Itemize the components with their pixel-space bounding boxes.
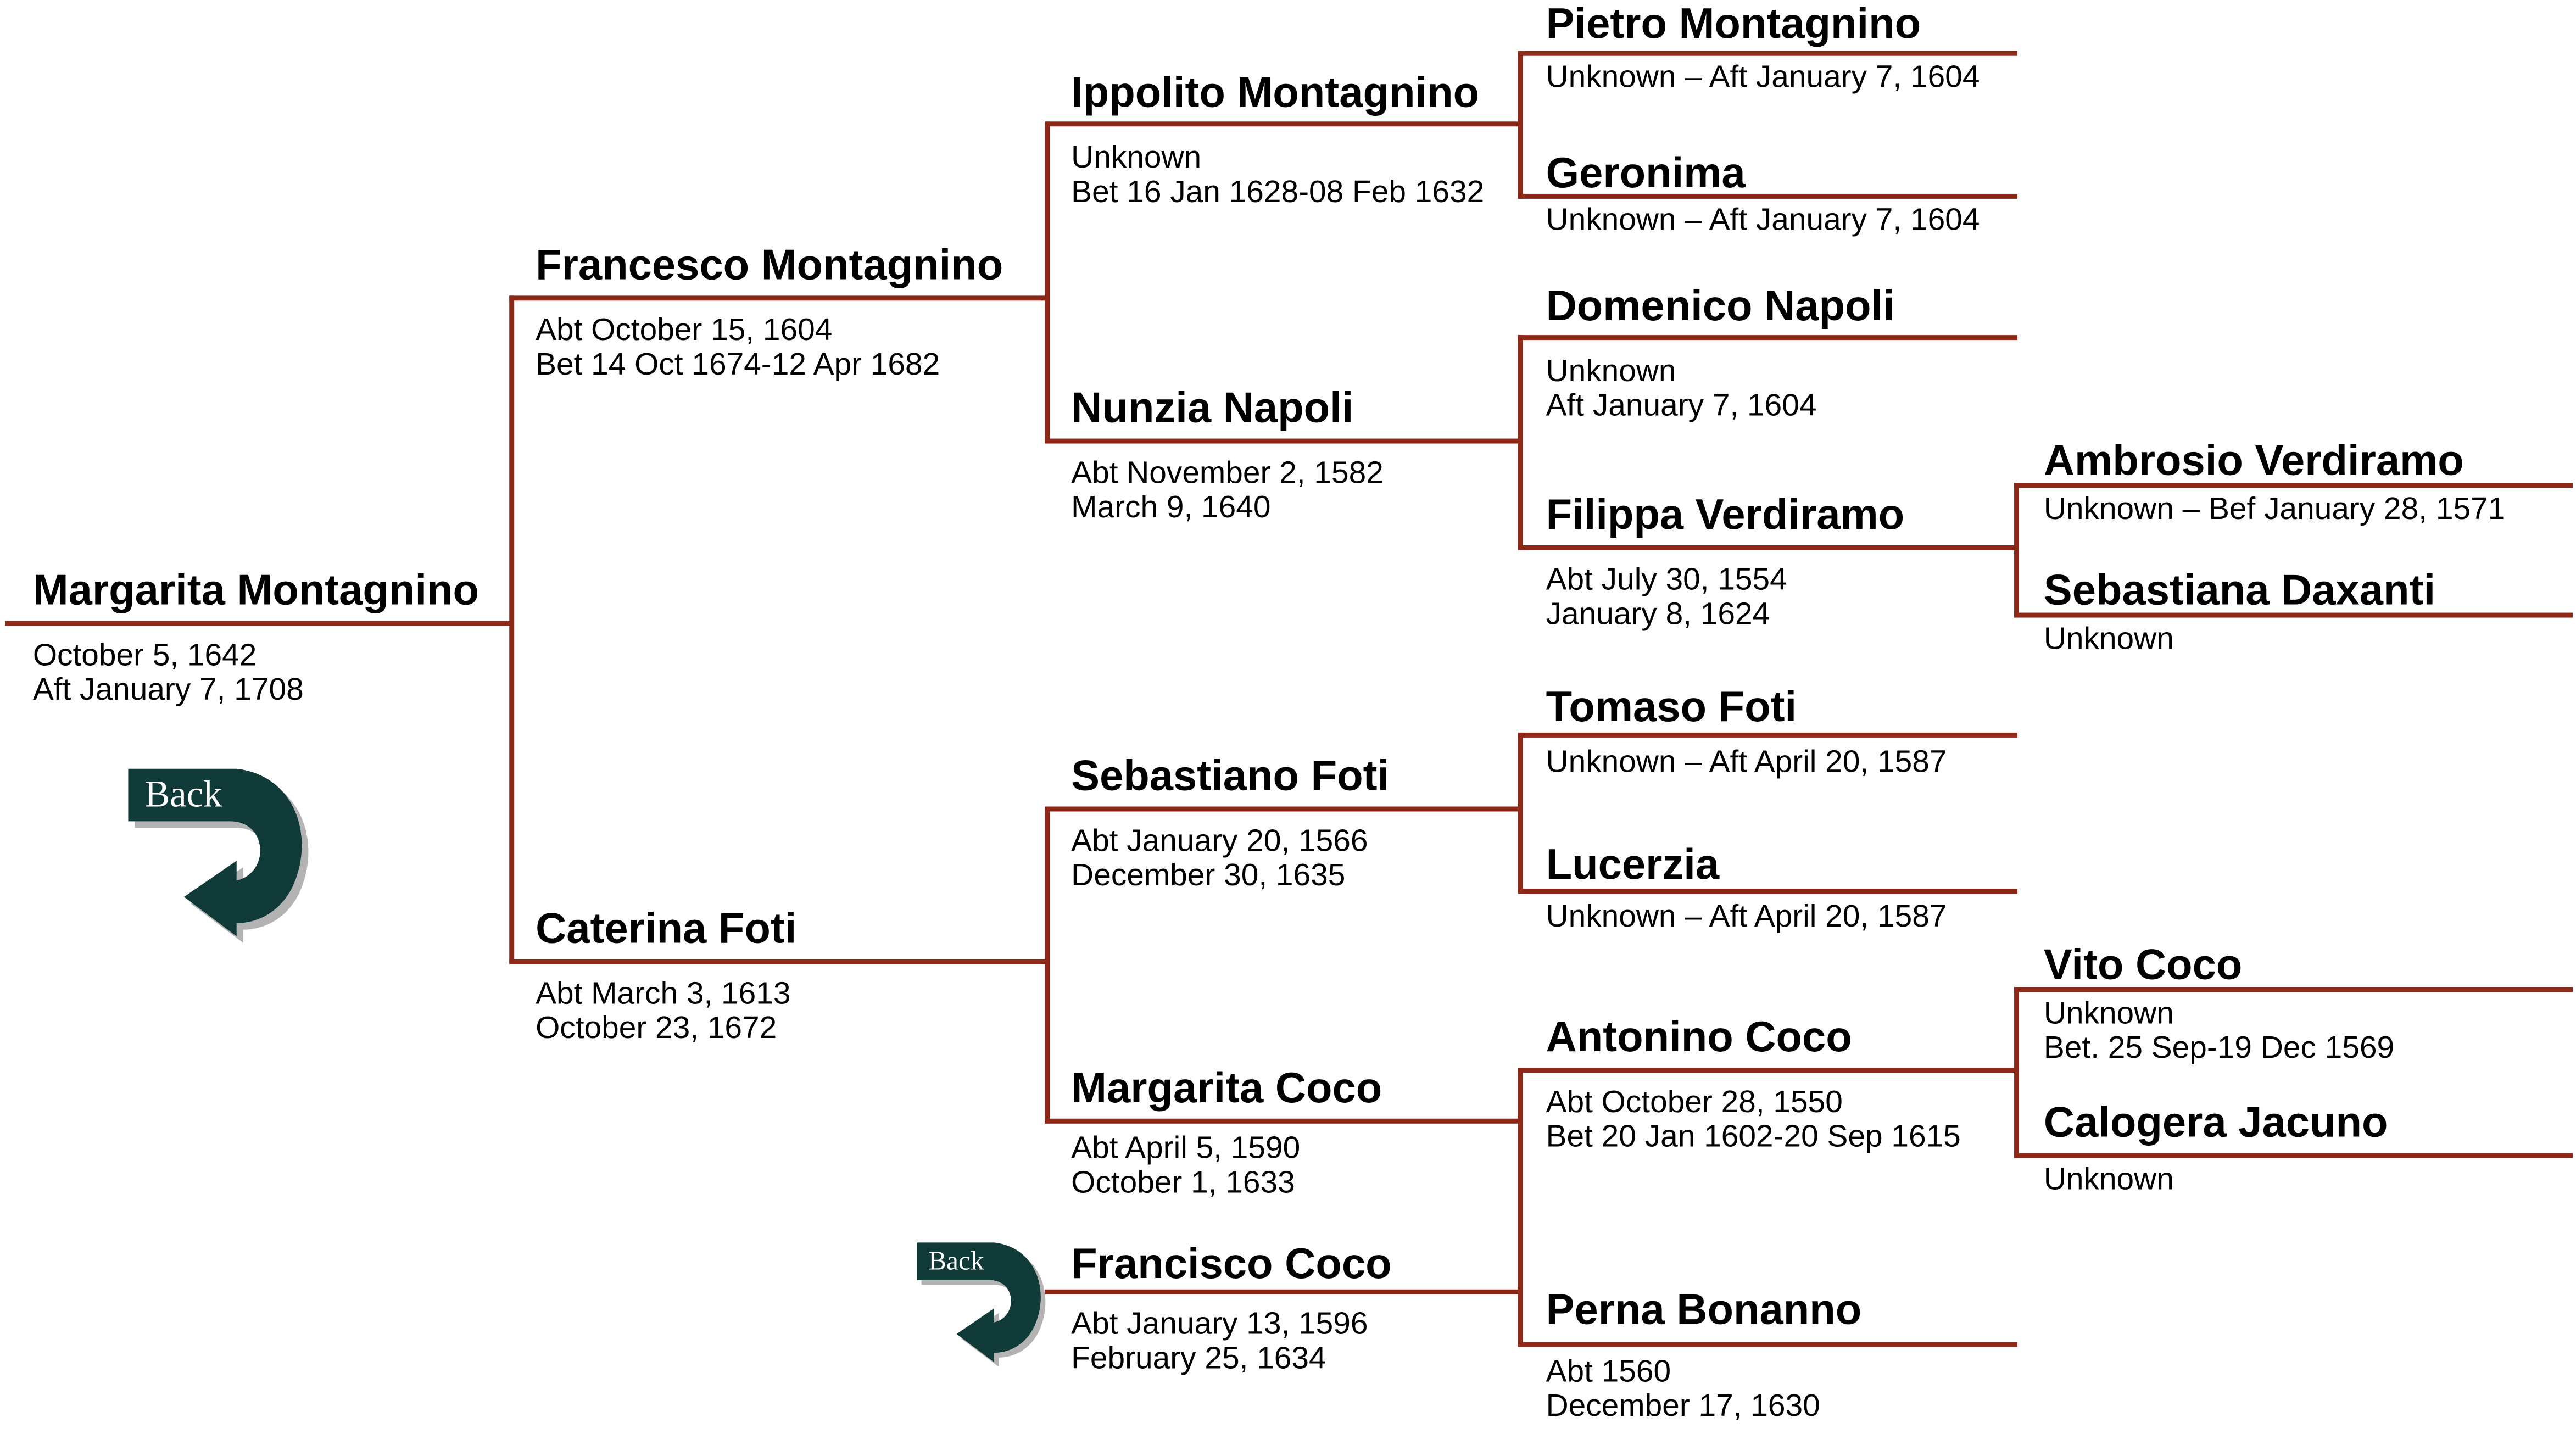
back-arrow-icon: Back: [128, 768, 309, 943]
person-birth: Abt March 3, 1613: [536, 977, 791, 1012]
person-death: Aft January 7, 1604: [1546, 389, 1817, 424]
line-margarita-montagnino: [4, 621, 513, 626]
line-nunzia-napoli: [1045, 438, 1521, 444]
person-name: Ambrosio Verdiramo: [2043, 435, 2464, 485]
person-name: Geronima: [1546, 148, 1746, 197]
person-birth: Abt January 20, 1566: [1071, 824, 1368, 860]
person-birth: Abt 1560: [1546, 1355, 1671, 1390]
line-geronima: [1518, 193, 2018, 199]
person-birth: Abt October 28, 1550: [1546, 1085, 1843, 1120]
person-name: Margarita Montagnino: [32, 565, 479, 615]
line-tomaso-foti: [1518, 732, 2018, 738]
person-death: October 23, 1672: [536, 1012, 777, 1047]
back-button[interactable]: Back: [128, 766, 312, 950]
person-name: Margarita Coco: [1071, 1063, 1382, 1112]
line-margarita-coco: [1045, 1118, 1521, 1124]
connector-antonino: [2014, 987, 2020, 1158]
line-perna-bonanno: [1518, 1342, 2018, 1347]
person-name: Francisco Coco: [1071, 1238, 1392, 1288]
person-death: Bet. 25 Sep-19 Dec 1569: [2043, 1031, 2395, 1067]
person-dates: Unknown – Aft April 20, 1587: [1546, 900, 1947, 935]
person-death: Bet 14 Oct 1674-12 Apr 1682: [536, 348, 940, 383]
line-sebastiana-daxanti: [2014, 612, 2573, 618]
person-birth: Abt July 30, 1554: [1546, 563, 1787, 598]
back-button[interactable]: Back: [917, 1240, 1048, 1371]
connector-sebastiano: [1518, 732, 1523, 894]
connector-caterina: [1045, 806, 1050, 1124]
person-death: Aft January 7, 1708: [32, 673, 304, 708]
line-francesco-montagnino: [509, 295, 1049, 301]
connector-francesco: [1045, 121, 1050, 444]
person-name: Sebastiano Foti: [1071, 750, 1390, 800]
person-birth: Unknown: [1546, 355, 1676, 389]
connector-nunzia: [1518, 335, 1523, 550]
person-dates: Unknown – Bef January 28, 1571: [2043, 493, 2506, 528]
person-dates: Unknown – Aft April 20, 1587: [1546, 745, 1947, 780]
person-death: December 30, 1635: [1071, 859, 1346, 894]
connector-filippa: [2014, 483, 2020, 618]
person-birth: Unknown: [2043, 622, 2174, 657]
person-dates: Unknown – Aft January 7, 1604: [1546, 203, 1980, 238]
person-name: Francesco Montagnino: [536, 239, 1003, 289]
person-name: Nunzia Napoli: [1071, 382, 1354, 432]
person-name: Perna Bonanno: [1546, 1284, 1862, 1334]
person-death: February 25, 1634: [1071, 1342, 1326, 1377]
line-francisco-coco: [1045, 1289, 1521, 1294]
person-name: Sebastiana Daxanti: [2043, 565, 2436, 615]
connector-ippolito: [1518, 51, 1523, 199]
line-ambrosio-verdiramo: [2014, 483, 2573, 488]
person-name: Antonino Coco: [1546, 1012, 1852, 1062]
person-birth: Abt October 15, 1604: [536, 314, 833, 349]
person-name: Calogera Jacuno: [2043, 1097, 2388, 1147]
person-birth: Abt April 5, 1590: [1071, 1131, 1301, 1167]
connector-margarita-coco: [1518, 1068, 1523, 1347]
line-pietro-montagnino: [1518, 51, 2018, 56]
person-death: March 9, 1640: [1071, 491, 1271, 526]
person-name: Vito Coco: [2043, 939, 2243, 989]
person-name: Filippa Verdiramo: [1546, 489, 1905, 539]
person-birth: Unknown: [1071, 141, 1202, 176]
line-lucerzia: [1518, 889, 2018, 894]
person-name: Caterina Foti: [536, 903, 797, 953]
person-name: Lucerzia: [1546, 839, 1720, 889]
person-death: Bet 16 Jan 1628-08 Feb 1632: [1071, 176, 1485, 210]
person-name: Tomaso Foti: [1546, 682, 1797, 731]
line-filippa-verdiramo: [1518, 545, 2018, 550]
back-label: Back: [144, 773, 222, 815]
person-death: January 8, 1624: [1546, 598, 1770, 633]
line-antonino-coco: [1518, 1068, 2018, 1073]
person-name: Domenico Napoli: [1546, 281, 1895, 331]
person-birth: Abt January 13, 1596: [1071, 1307, 1368, 1342]
line-ippolito-montagnino: [1045, 121, 1521, 127]
person-birth: October 5, 1642: [32, 639, 257, 674]
person-death: Bet 20 Jan 1602-20 Sep 1615: [1546, 1120, 1961, 1155]
line-caterina-foti: [509, 959, 1049, 964]
person-death: December 17, 1630: [1546, 1390, 1820, 1425]
connector-gen1: [509, 295, 515, 963]
line-sebastiano-foti: [1045, 806, 1521, 812]
line-domenico-napoli: [1518, 335, 2018, 341]
person-name: Ippolito Montagnino: [1071, 67, 1480, 117]
line-calogera-jacuno: [2014, 1153, 2573, 1158]
back-arrow-icon: Back: [917, 1242, 1046, 1367]
person-birth: Unknown: [2043, 997, 2174, 1032]
back-label: Back: [928, 1245, 984, 1275]
person-birth: Abt November 2, 1582: [1071, 456, 1384, 492]
person-name: Pietro Montagnino: [1546, 0, 1921, 48]
person-death: October 1, 1633: [1071, 1166, 1295, 1201]
line-vito-coco: [2014, 987, 2573, 992]
person-dates: Unknown – Aft January 7, 1604: [1546, 60, 1980, 96]
person-birth: Unknown: [2043, 1163, 2174, 1198]
